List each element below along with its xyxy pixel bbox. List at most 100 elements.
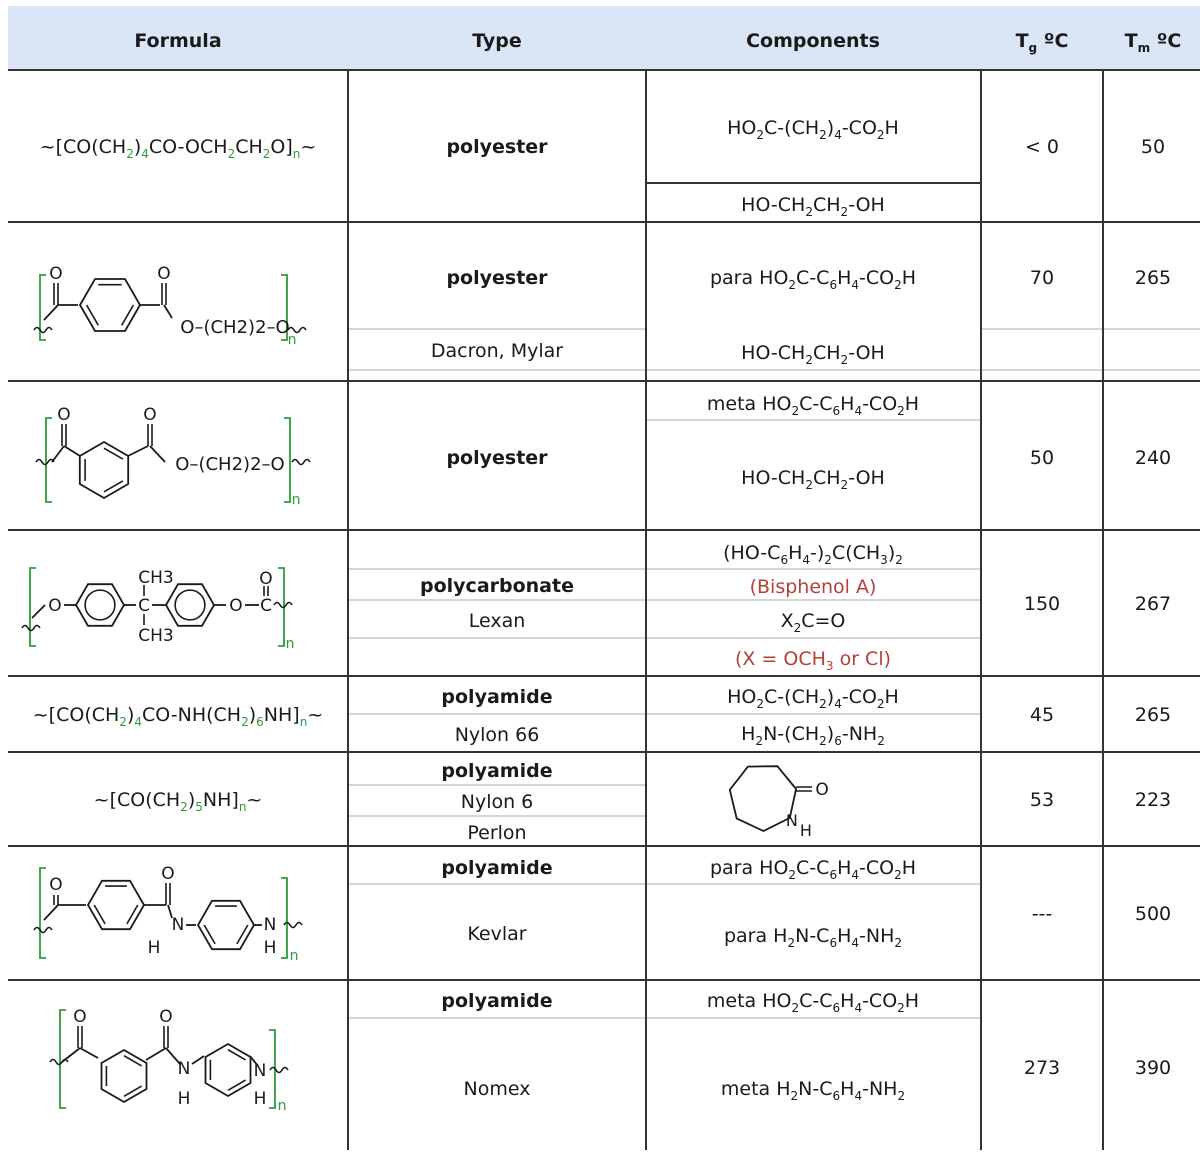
- type-text: polyamide: [441, 990, 552, 1012]
- component-note: (X = OCH3 or Cl): [735, 648, 891, 673]
- type-text: polyester: [446, 447, 548, 469]
- oxygen-label: O: [49, 875, 62, 895]
- benzene-ring: [78, 440, 130, 500]
- double-bond: [103, 480, 124, 493]
- benzene-ring: [86, 879, 146, 931]
- carbon-label: C: [260, 596, 272, 616]
- bracket-n: n: [288, 332, 297, 348]
- type-text: Lexan: [469, 610, 526, 632]
- tm-value: 267: [1135, 593, 1171, 615]
- tg-value: < 0: [1025, 136, 1059, 158]
- bond: [43, 904, 59, 921]
- double-bond: [103, 447, 124, 460]
- bracket-n: n: [278, 1098, 287, 1114]
- aromatic-circle: [84, 589, 116, 621]
- hydrogen-label: H: [254, 1089, 267, 1109]
- tm-value: 265: [1135, 704, 1171, 726]
- benzene-ring: [204, 1042, 252, 1098]
- wavy-bond: [269, 1066, 289, 1074]
- header-type: Type: [472, 30, 522, 52]
- double-bond: [121, 304, 135, 326]
- formula-chain: O–(CH2)2–O: [180, 317, 289, 338]
- tm-value: 265: [1135, 267, 1171, 289]
- tg-value: 45: [1030, 704, 1054, 726]
- tm-value: 500: [1135, 903, 1171, 925]
- component-text: para HO2C-C6H4-CO2H: [710, 267, 916, 292]
- methyl-label: CH3: [138, 568, 173, 588]
- component-text: (HO-C6H4-)2C(CH3)2: [723, 542, 903, 567]
- tg-value: 53: [1030, 789, 1054, 811]
- bracket-right: [284, 417, 291, 503]
- bracket-n: n: [290, 948, 299, 964]
- formula-text: ~[CO(CH2)4CO-NH(CH2)6NH]n~: [33, 704, 323, 729]
- bracket-n: n: [286, 636, 295, 652]
- oxygen-label: O: [48, 596, 61, 616]
- bond: [79, 1047, 99, 1059]
- hydrogen-label: H: [148, 938, 161, 958]
- wavy-bond: [35, 458, 55, 466]
- type-text: Nomex: [464, 1078, 531, 1100]
- formula-text: ~[CO(CH2)4CO-OCH2CH2O]n~: [40, 136, 317, 161]
- header-tg: Tg ºC: [1016, 30, 1069, 55]
- bond: [149, 445, 166, 463]
- tg-value: 273: [1024, 1057, 1060, 1079]
- double-bond: [126, 904, 139, 925]
- type-text: polyamide: [441, 760, 552, 782]
- nitrogen-label: N: [786, 811, 798, 830]
- bracket-left: [39, 867, 46, 959]
- bracket-left: [29, 567, 36, 647]
- double-bond: [123, 1055, 143, 1067]
- tg-value: 50: [1030, 447, 1054, 469]
- component-text: H2N-(CH2)6-NH2: [741, 723, 885, 748]
- component-text: HO-CH2CH2-OH: [741, 467, 885, 492]
- oxygen-label: O: [57, 405, 70, 425]
- benzene-ring: [164, 583, 216, 627]
- hydrogen-label: H: [264, 938, 277, 958]
- component-text: HO-CH2CH2-OH: [741, 194, 885, 219]
- tm-value: 390: [1135, 1057, 1171, 1079]
- bond: [145, 1047, 167, 1061]
- formula-text: ~[CO(CH2)5NH]n~: [94, 789, 263, 814]
- component-text: HO2C-(CH2)4-CO2H: [727, 117, 899, 142]
- component-text: para HO2C-C6H4-CO2H: [710, 857, 916, 882]
- bond: [191, 1055, 205, 1065]
- component-text: meta HO2C-C6H4-CO2H: [707, 393, 919, 418]
- tg-value: ---: [1032, 903, 1053, 925]
- component-text: meta HO2C-C6H4-CO2H: [707, 990, 919, 1015]
- tm-value: 50: [1141, 136, 1165, 158]
- bracket-n: n: [292, 492, 301, 508]
- type-text: Kevlar: [467, 923, 526, 945]
- type-text: Dacron, Mylar: [431, 340, 563, 362]
- benzene-ring: [100, 1048, 148, 1104]
- double-bond: [203, 924, 216, 945]
- oxygen-label: O: [157, 264, 170, 284]
- wavy-bond: [287, 326, 307, 334]
- aromatic-circle: [174, 589, 206, 621]
- benzene-ring: [196, 899, 256, 951]
- header-tm: Tm ºC: [1125, 30, 1182, 55]
- wavy-bond: [21, 624, 41, 632]
- component-text: para H2N-C6H4-NH2: [724, 925, 902, 950]
- component-text: meta H2N-C6H4-NH2: [721, 1078, 905, 1103]
- methyl-label: CH3: [138, 626, 173, 646]
- bond: [61, 1047, 81, 1063]
- wavy-bond: [273, 601, 293, 609]
- bond: [63, 445, 81, 457]
- double-bond: [85, 304, 99, 326]
- carbon-label: C: [138, 596, 150, 616]
- oxygen-label: O: [159, 1007, 172, 1027]
- header-formula: Formula: [134, 30, 221, 52]
- bond: [167, 904, 173, 919]
- oxygen-label: O: [143, 405, 156, 425]
- hydrogen-label: H: [178, 1089, 191, 1109]
- hydrogen-label: H: [800, 821, 812, 840]
- wavy-bond: [283, 921, 303, 929]
- bond: [163, 304, 173, 319]
- benzene-ring: [74, 583, 126, 627]
- bond: [249, 1055, 259, 1067]
- component-text: HO2C-(CH2)4-CO2H: [727, 686, 899, 711]
- type-text: polyester: [446, 267, 548, 289]
- bond: [51, 445, 65, 463]
- type-text: Nylon 66: [455, 724, 540, 746]
- tg-value: 70: [1030, 267, 1054, 289]
